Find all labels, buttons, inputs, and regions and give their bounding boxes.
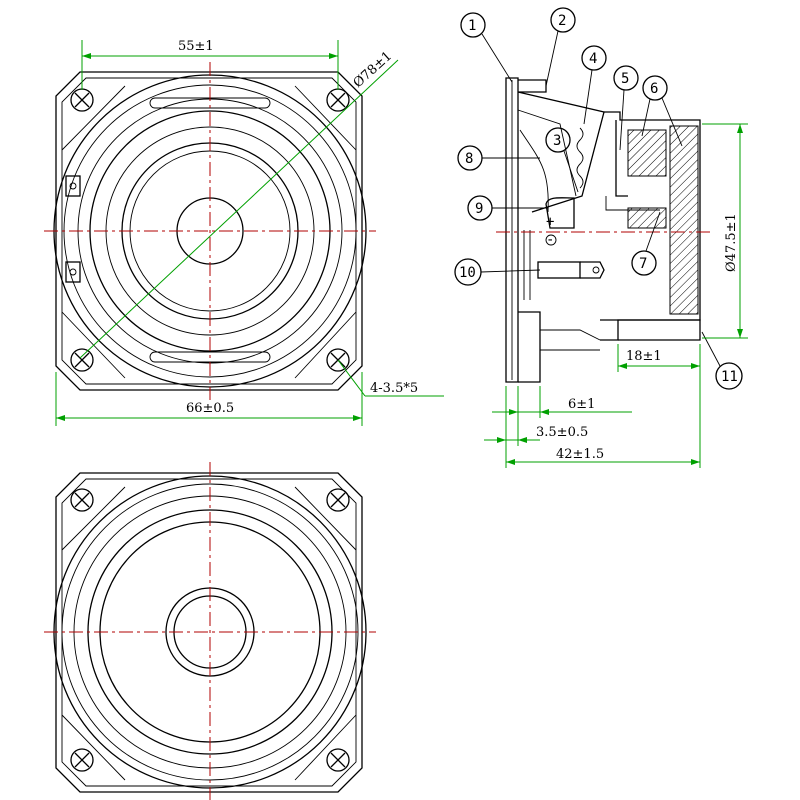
side-section-view: + - <box>496 77 712 383</box>
svg-text:6: 6 <box>650 81 658 97</box>
dim-mount-spacing: 55±1 <box>178 39 214 54</box>
mount-hole-bl <box>70 348 94 372</box>
callout-3: 3 <box>545 127 579 193</box>
rear-mount-hole-tl <box>70 488 94 512</box>
terminal-minus-label: - <box>546 232 554 248</box>
callout-9: 9 <box>467 195 548 221</box>
callout-2: 2 <box>545 7 576 87</box>
svg-text:11: 11 <box>721 369 738 385</box>
callout-7: 7 <box>631 211 661 276</box>
callout-6: 6 <box>641 75 683 147</box>
rear-mount-hole-br <box>326 748 350 772</box>
side-view-dimensions: Ø47.5±1 18±1 6±1 3.5±0.5 42±1.5 <box>484 123 748 468</box>
svg-text:9: 9 <box>475 201 483 217</box>
dim-depth-3-5: 3.5±0.5 <box>536 425 588 440</box>
svg-text:10: 10 <box>459 265 476 281</box>
callout-4: 4 <box>581 45 607 125</box>
svg-text:4: 4 <box>589 51 597 67</box>
svg-text:1: 1 <box>468 18 476 34</box>
terminal-plus-label: + <box>546 214 554 230</box>
mount-hole-tl <box>70 88 94 112</box>
rear-view <box>44 462 376 800</box>
svg-text:5: 5 <box>621 71 629 87</box>
svg-text:8: 8 <box>465 151 473 167</box>
dim-mount-holes: 4-3.5*5 <box>370 381 418 396</box>
front-view <box>44 59 399 400</box>
dim-depth-6: 6±1 <box>568 397 595 412</box>
svg-text:7: 7 <box>639 256 647 272</box>
dim-magnet-diameter: Ø47.5±1 <box>724 213 739 272</box>
mount-hole-tr <box>326 88 350 112</box>
rear-mount-hole-bl <box>70 748 94 772</box>
rear-mount-hole-tr <box>326 488 350 512</box>
callout-1: 1 <box>460 12 513 83</box>
svg-text:2: 2 <box>558 13 566 29</box>
dim-magnet-depth: 18±1 <box>626 349 662 364</box>
svg-text:3: 3 <box>553 133 561 149</box>
dim-outer-diameter: Ø78±1 <box>351 49 396 91</box>
callout-5: 5 <box>613 65 639 151</box>
callout-11: 11 <box>701 331 743 390</box>
dim-frame-width: 66±0.5 <box>186 401 234 416</box>
callouts: 1 2 3 4 5 6 7 8 <box>454 7 743 390</box>
dim-total-depth: 42±1.5 <box>556 447 604 462</box>
callout-8: 8 <box>457 145 540 171</box>
callout-10: 10 <box>454 258 541 286</box>
